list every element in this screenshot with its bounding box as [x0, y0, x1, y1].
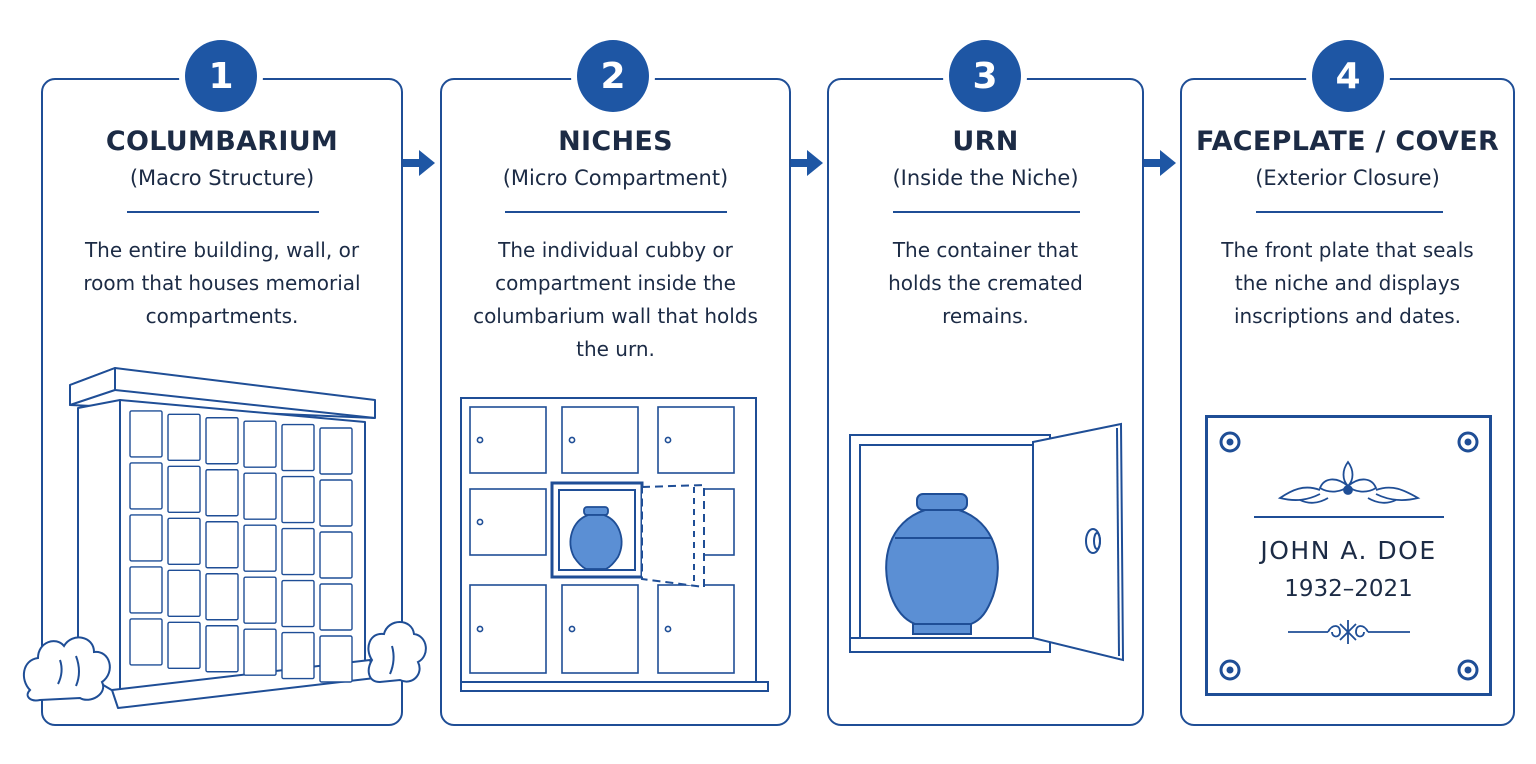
niche-cell: [129, 514, 163, 562]
niche-cell: [167, 413, 201, 462]
niche-cell: [167, 517, 201, 566]
step-title: URN: [952, 126, 1019, 157]
niche-cell: [319, 531, 353, 579]
bush-right: [367, 621, 427, 684]
divider: [1256, 211, 1443, 213]
step-subtitle: (Exterior Closure): [1255, 166, 1440, 190]
niche-cell: [243, 576, 277, 624]
door-handle: [1085, 528, 1101, 554]
scroll-ornament-icon: [1288, 620, 1410, 644]
niches-illustration: [460, 397, 769, 692]
flower-ornament-icon: [1277, 460, 1421, 504]
niche-cell: [243, 524, 277, 572]
bush-left: [22, 636, 111, 702]
step-title: FACEPLATE / COVER: [1195, 126, 1500, 157]
screw-icon: [1219, 431, 1479, 681]
step-number-badge: 4: [1312, 40, 1384, 112]
niche-grid: [129, 410, 353, 683]
niche-cell: [281, 631, 315, 680]
niche-knob: [568, 625, 576, 633]
niche-cell: [167, 569, 201, 618]
divider: [893, 211, 1080, 213]
divider: [127, 211, 319, 213]
niche-cell: [243, 628, 277, 676]
urn-icon: [885, 493, 999, 635]
niche-cell: [129, 410, 163, 458]
niche-cell: [243, 472, 277, 520]
niche-cell: [129, 566, 163, 614]
faceplate-panel: JOHN A. DOE 1932–2021: [1205, 415, 1492, 696]
step-number-badge: 1: [185, 40, 257, 112]
niche-knob: [476, 518, 484, 526]
niche-grid: [469, 406, 735, 674]
step-description: The front plate that seals the niche and…: [1221, 238, 1474, 328]
step-description: The individual cubby or compartment insi…: [473, 238, 758, 361]
urn-icon: [569, 506, 623, 570]
inscription-name: JOHN A. DOE: [1260, 536, 1437, 565]
divider: [505, 211, 727, 213]
niche-cell: [281, 475, 315, 524]
urn-in-niche-illustration: [849, 422, 1125, 662]
step-title: NICHES: [558, 126, 673, 157]
columbarium-illustration: [22, 367, 427, 709]
niche-cell: [167, 465, 201, 514]
step-number-badge: 3: [949, 40, 1021, 112]
step-number-badge: 2: [577, 40, 649, 112]
niche-cell: [205, 573, 239, 621]
niche-knob: [568, 436, 576, 444]
step-subtitle: (Micro Compartment): [502, 166, 729, 190]
niche-cell: [129, 618, 163, 666]
niche-cell: [319, 583, 353, 631]
niche-cell: [205, 469, 239, 517]
niche-cell: [319, 427, 353, 475]
inscription-dates: 1932–2021: [1284, 576, 1413, 602]
step-subtitle: (Macro Structure): [129, 166, 315, 190]
niche-cell: [205, 521, 239, 569]
niche-cell: [167, 621, 201, 670]
faceplate-decoration: [1219, 431, 1479, 681]
niche-knob: [476, 436, 484, 444]
right-arrow-icon: [1144, 150, 1176, 176]
right-arrow-icon: [403, 150, 435, 176]
right-arrow-icon: [791, 150, 823, 176]
niche-cell: [281, 423, 315, 472]
step-title: COLUMBARIUM: [105, 126, 339, 157]
niche-knob: [664, 436, 672, 444]
niche-cell: [319, 479, 353, 527]
niche-cell: [281, 527, 315, 576]
niche-cell: [129, 462, 163, 510]
niche-cell: [319, 635, 353, 683]
niche-cell: [205, 417, 239, 465]
niche-cell: [205, 625, 239, 673]
niche-knob: [664, 625, 672, 633]
niche-cell: [281, 579, 315, 628]
niche-cell: [243, 420, 277, 468]
niche-knob: [476, 625, 484, 633]
step-subtitle: (Inside the Niche): [892, 166, 1079, 190]
step-description: The entire building, wall, or room that …: [83, 238, 361, 328]
step-description: The container that holds the cremated re…: [888, 238, 1083, 328]
